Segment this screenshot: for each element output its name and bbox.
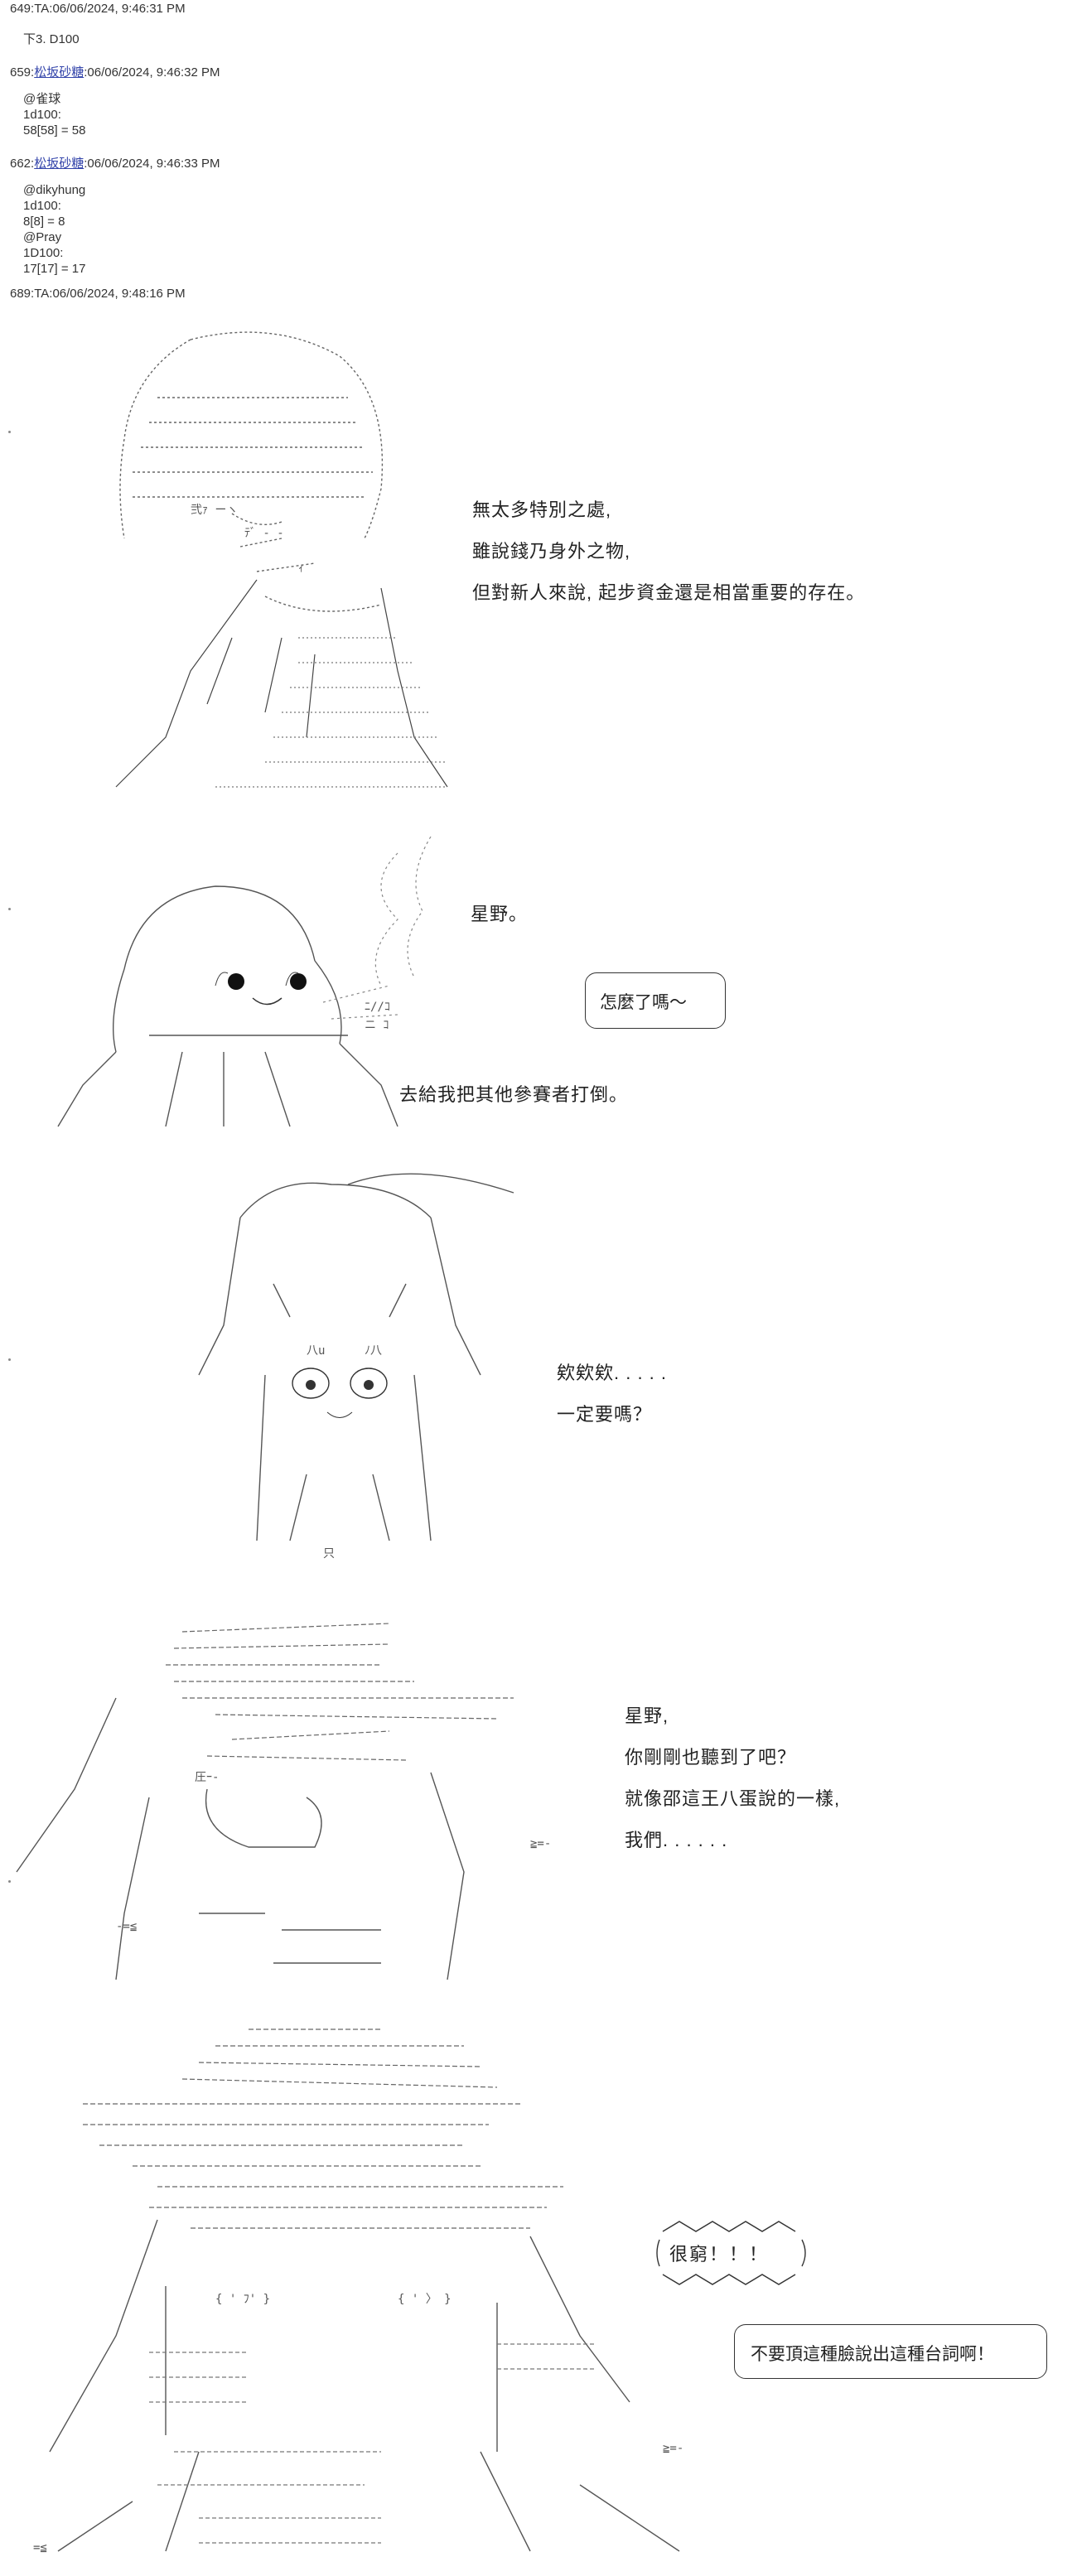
panel-2-name-line: 星野。 [471, 900, 528, 929]
post-line: 8[8] = 8 [23, 215, 65, 229]
panel-5-shout: 很窮！！！ [654, 2215, 812, 2289]
dialogue-line: 星野, [625, 1705, 669, 1726]
post-body-662: @dikyhung 1d100: 8[8] = 8 @Pray 1D100: 1… [23, 182, 85, 277]
post-body-649: 下3. D100 [23, 31, 80, 47]
bubble-text: 怎麼了嗎～ [600, 993, 687, 1012]
post-line: @Pray [23, 230, 62, 244]
post-number: 649 [10, 2, 31, 16]
dialogue-line: 就像邵這王八蛋說的一樣, [625, 1788, 841, 1809]
post-body-659: @雀球 1d100: 58[58] = 58 [23, 91, 85, 138]
shout-burst-frame [656, 2221, 806, 2285]
svg-text:只: 只 [323, 1547, 335, 1561]
margin-dot [8, 1880, 11, 1883]
svg-text:八u: 八u [307, 1344, 325, 1358]
narration-line: 但對新人來說, 起步資金還是相當重要的存在。 [472, 582, 866, 603]
post-header-662: 662:松坂砂糖:06/06/2024, 9:46:33 PM [10, 157, 220, 171]
svg-text:≧=-: ≧=- [530, 1837, 551, 1850]
post-line: @dikyhung [23, 183, 86, 197]
bubble-outline [734, 2324, 1047, 2379]
ascii-art-character-1: ﾃﾞ - ‐ 弐ｧ ーヽ ｨ [66, 323, 464, 803]
svg-text:≧=-: ≧=- [663, 2442, 683, 2455]
margin-dot [8, 1358, 11, 1361]
shout-text: 很窮！！！ [669, 2244, 770, 2265]
post-line: 下3. D100 [23, 32, 80, 46]
ascii-art-drawing: 圧ｰ- ≧=- -=≦ [16, 1623, 551, 1980]
svg-text:{ ' 〉 }: { ' 〉 } [398, 2293, 452, 2306]
dialogue-line: 欸欸欸. . . . . [557, 1363, 668, 1383]
post-number: 689 [10, 287, 31, 301]
post-header-649: 649:TA:06/06/2024, 9:46:31 PM [10, 2, 186, 16]
margin-dot [8, 908, 11, 910]
post-header-659: 659:松坂砂糖:06/06/2024, 9:46:32 PM [10, 65, 220, 80]
ascii-art-drawing: 八u ﾉ八 只 [198, 1173, 514, 1561]
dialogue-line: 一定要嗎？ [557, 1404, 653, 1425]
post-line: @雀球 [23, 92, 61, 106]
panel-4-dialogue: 星野, 你剛剛也聽到了吧？ 就像邵這王八蛋說的一樣, 我們. . . . . . [625, 1701, 840, 1855]
margin-dot [8, 431, 11, 433]
bubble-outline [585, 972, 726, 1029]
svg-text:ﾆ//ｺ: ﾆ//ｺ [365, 1001, 390, 1014]
post-header-689: 689:TA:06/06/2024, 9:48:16 PM [10, 287, 186, 301]
post-number: 659 [10, 65, 31, 80]
panel-3-dialogue: 欸欸欸. . . . . 一定要嗎？ [557, 1358, 667, 1430]
post-line: 58[58] = 58 [23, 123, 86, 137]
dialogue-line: 你剛剛也聽到了吧？ [625, 1747, 797, 1768]
svg-text:ｨ: ｨ [298, 562, 304, 575]
svg-text:ﾉ八: ﾉ八 [365, 1344, 382, 1358]
post-author[interactable]: TA [34, 287, 50, 301]
dialogue-line: 我們. . . . . . [625, 1830, 728, 1850]
panel-1-narration: 無太多特別之處, 雖說錢乃身外之物, 但對新人來說, 起步資金還是相當重要的存在… [472, 495, 865, 608]
post-line: 1d100: [23, 199, 61, 213]
svg-text:ニ ｺ: ニ ｺ [365, 1019, 389, 1032]
ascii-art-character-3: 八u ﾉ八 只 [166, 1160, 530, 1574]
narration-line: 無太多特別之處, [472, 499, 612, 520]
post-timestamp: 06/06/2024, 9:46:32 PM [87, 65, 220, 80]
ascii-art-drawing: { ' ﾌ' } { ' 〉 } ≧=- =≦ [33, 2028, 683, 2554]
ascii-art-character-5: { ' ﾌ' } { ' 〉 } ≧=- =≦ [33, 2021, 696, 2568]
ascii-art-drawing: ﾃﾞ - ‐ 弐ｧ ーヽ ｨ [115, 331, 448, 788]
panel-2-bottom-line: 去給我把其他參賽者打倒。 [399, 1080, 628, 1110]
svg-text:圧ｰ-: 圧ｰ- [195, 1771, 219, 1784]
dialogue-line: 去給我把其他參賽者打倒。 [399, 1084, 629, 1105]
narration-line: 雖說錢乃身外之物, [472, 541, 631, 562]
svg-text:弐ｧ ーヽ: 弐ｧ ーヽ [191, 504, 238, 517]
ascii-art-character-4: 圧ｰ- ≧=- -=≦ [0, 1599, 563, 1996]
bubble-text: 不要頂這種臉說出這種台詞啊！ [751, 2345, 994, 2364]
svg-text:=≦: =≦ [33, 2541, 47, 2554]
post-author-link[interactable]: 松坂砂糖 [34, 157, 85, 171]
post-author-link[interactable]: 松坂砂糖 [34, 65, 85, 80]
dialogue-line: 星野。 [471, 904, 529, 924]
panel-5-speech-bubble: 不要頂這種臉說出這種台詞啊！ [729, 2316, 1052, 2387]
panel-2-speech-bubble: 怎麼了嗎～ [580, 966, 729, 1035]
post-author[interactable]: TA [34, 2, 50, 16]
post-timestamp: 06/06/2024, 9:48:16 PM [52, 287, 186, 301]
svg-text:-=≦: -=≦ [116, 1920, 137, 1933]
post-line: 1d100: [23, 108, 61, 122]
post-line: 1D100: [23, 246, 64, 260]
post-timestamp: 06/06/2024, 9:46:31 PM [52, 2, 186, 16]
svg-text:ﾃﾞ - ‐: ﾃﾞ - ‐ [244, 527, 284, 540]
post-timestamp: 06/06/2024, 9:46:33 PM [87, 157, 220, 171]
post-number: 662 [10, 157, 31, 171]
svg-text:{ ' ﾌ' }: { ' ﾌ' } [215, 2293, 270, 2306]
post-line: 17[17] = 17 [23, 262, 86, 276]
